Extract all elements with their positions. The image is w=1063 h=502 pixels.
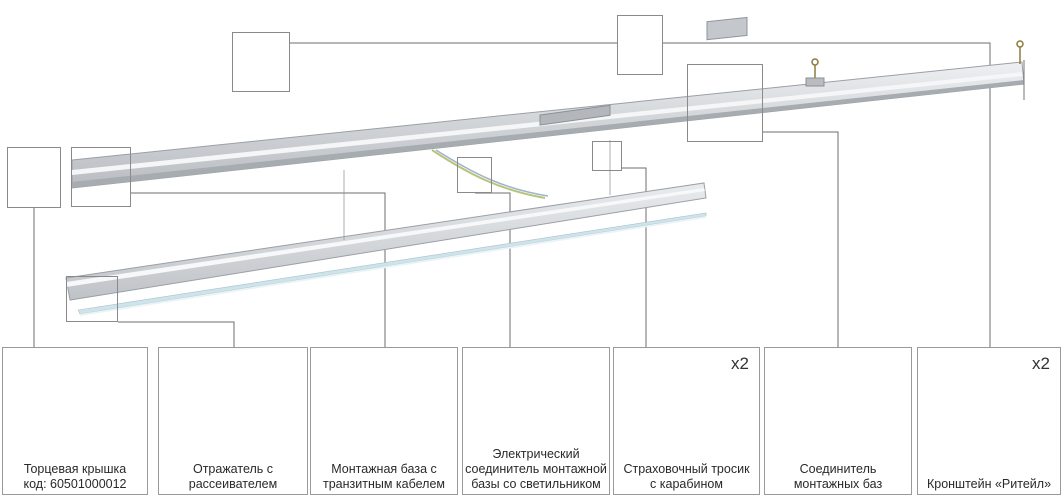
inset-end-cap — [7, 147, 61, 208]
suspension-wires — [343, 140, 611, 240]
electric-connector-label: Электрический соединитель монтажной базы… — [465, 447, 607, 491]
safety-cable-qty: x2 — [731, 354, 749, 373]
reflector-label: Отражатель с рассеивателем — [188, 462, 278, 491]
callout-lines — [33, 42, 991, 347]
top-bracket — [805, 77, 825, 87]
panel-mounting-base: Монтажная база с транзитным кабелем — [310, 347, 458, 495]
base-connector-label: Соединитель монтажных баз — [793, 462, 883, 491]
inset-bracket-left — [232, 32, 290, 92]
panel-bracket: x2 Кронштейн «Ритейл» — [917, 347, 1061, 495]
lower-luminaire — [65, 104, 707, 316]
inset-reflector-end — [66, 276, 118, 322]
inset-cable — [457, 157, 492, 193]
panel-electric-connector: Электрический соединитель монтажной базы… — [462, 347, 610, 495]
panel-base-connector: Соединитель монтажных баз — [764, 347, 912, 495]
bracket-label: Кронштейн «Ритейл» — [926, 477, 1052, 491]
inset-base-end — [71, 147, 131, 207]
inset-base-connector — [687, 64, 763, 142]
safety-cable-label: Страховочный тросик с карабином — [623, 462, 750, 491]
mounting-base-label: Монтажная база с транзитным кабелем — [322, 462, 445, 491]
transit-cable — [431, 149, 546, 199]
panel-safety-cable: x2 Страховочный тросик с карабином — [613, 347, 760, 495]
panel-reflector: Отражатель с рассеивателем — [158, 347, 308, 495]
inset-bracket-top — [617, 15, 663, 75]
inset-safety-cable — [592, 141, 622, 171]
bracket-qty: x2 — [1032, 354, 1050, 373]
end-cap-label: Торцевая крышка код: 60501000012 — [23, 462, 127, 491]
panel-end-cap: Торцевая крышка код: 60501000012 — [2, 347, 148, 495]
